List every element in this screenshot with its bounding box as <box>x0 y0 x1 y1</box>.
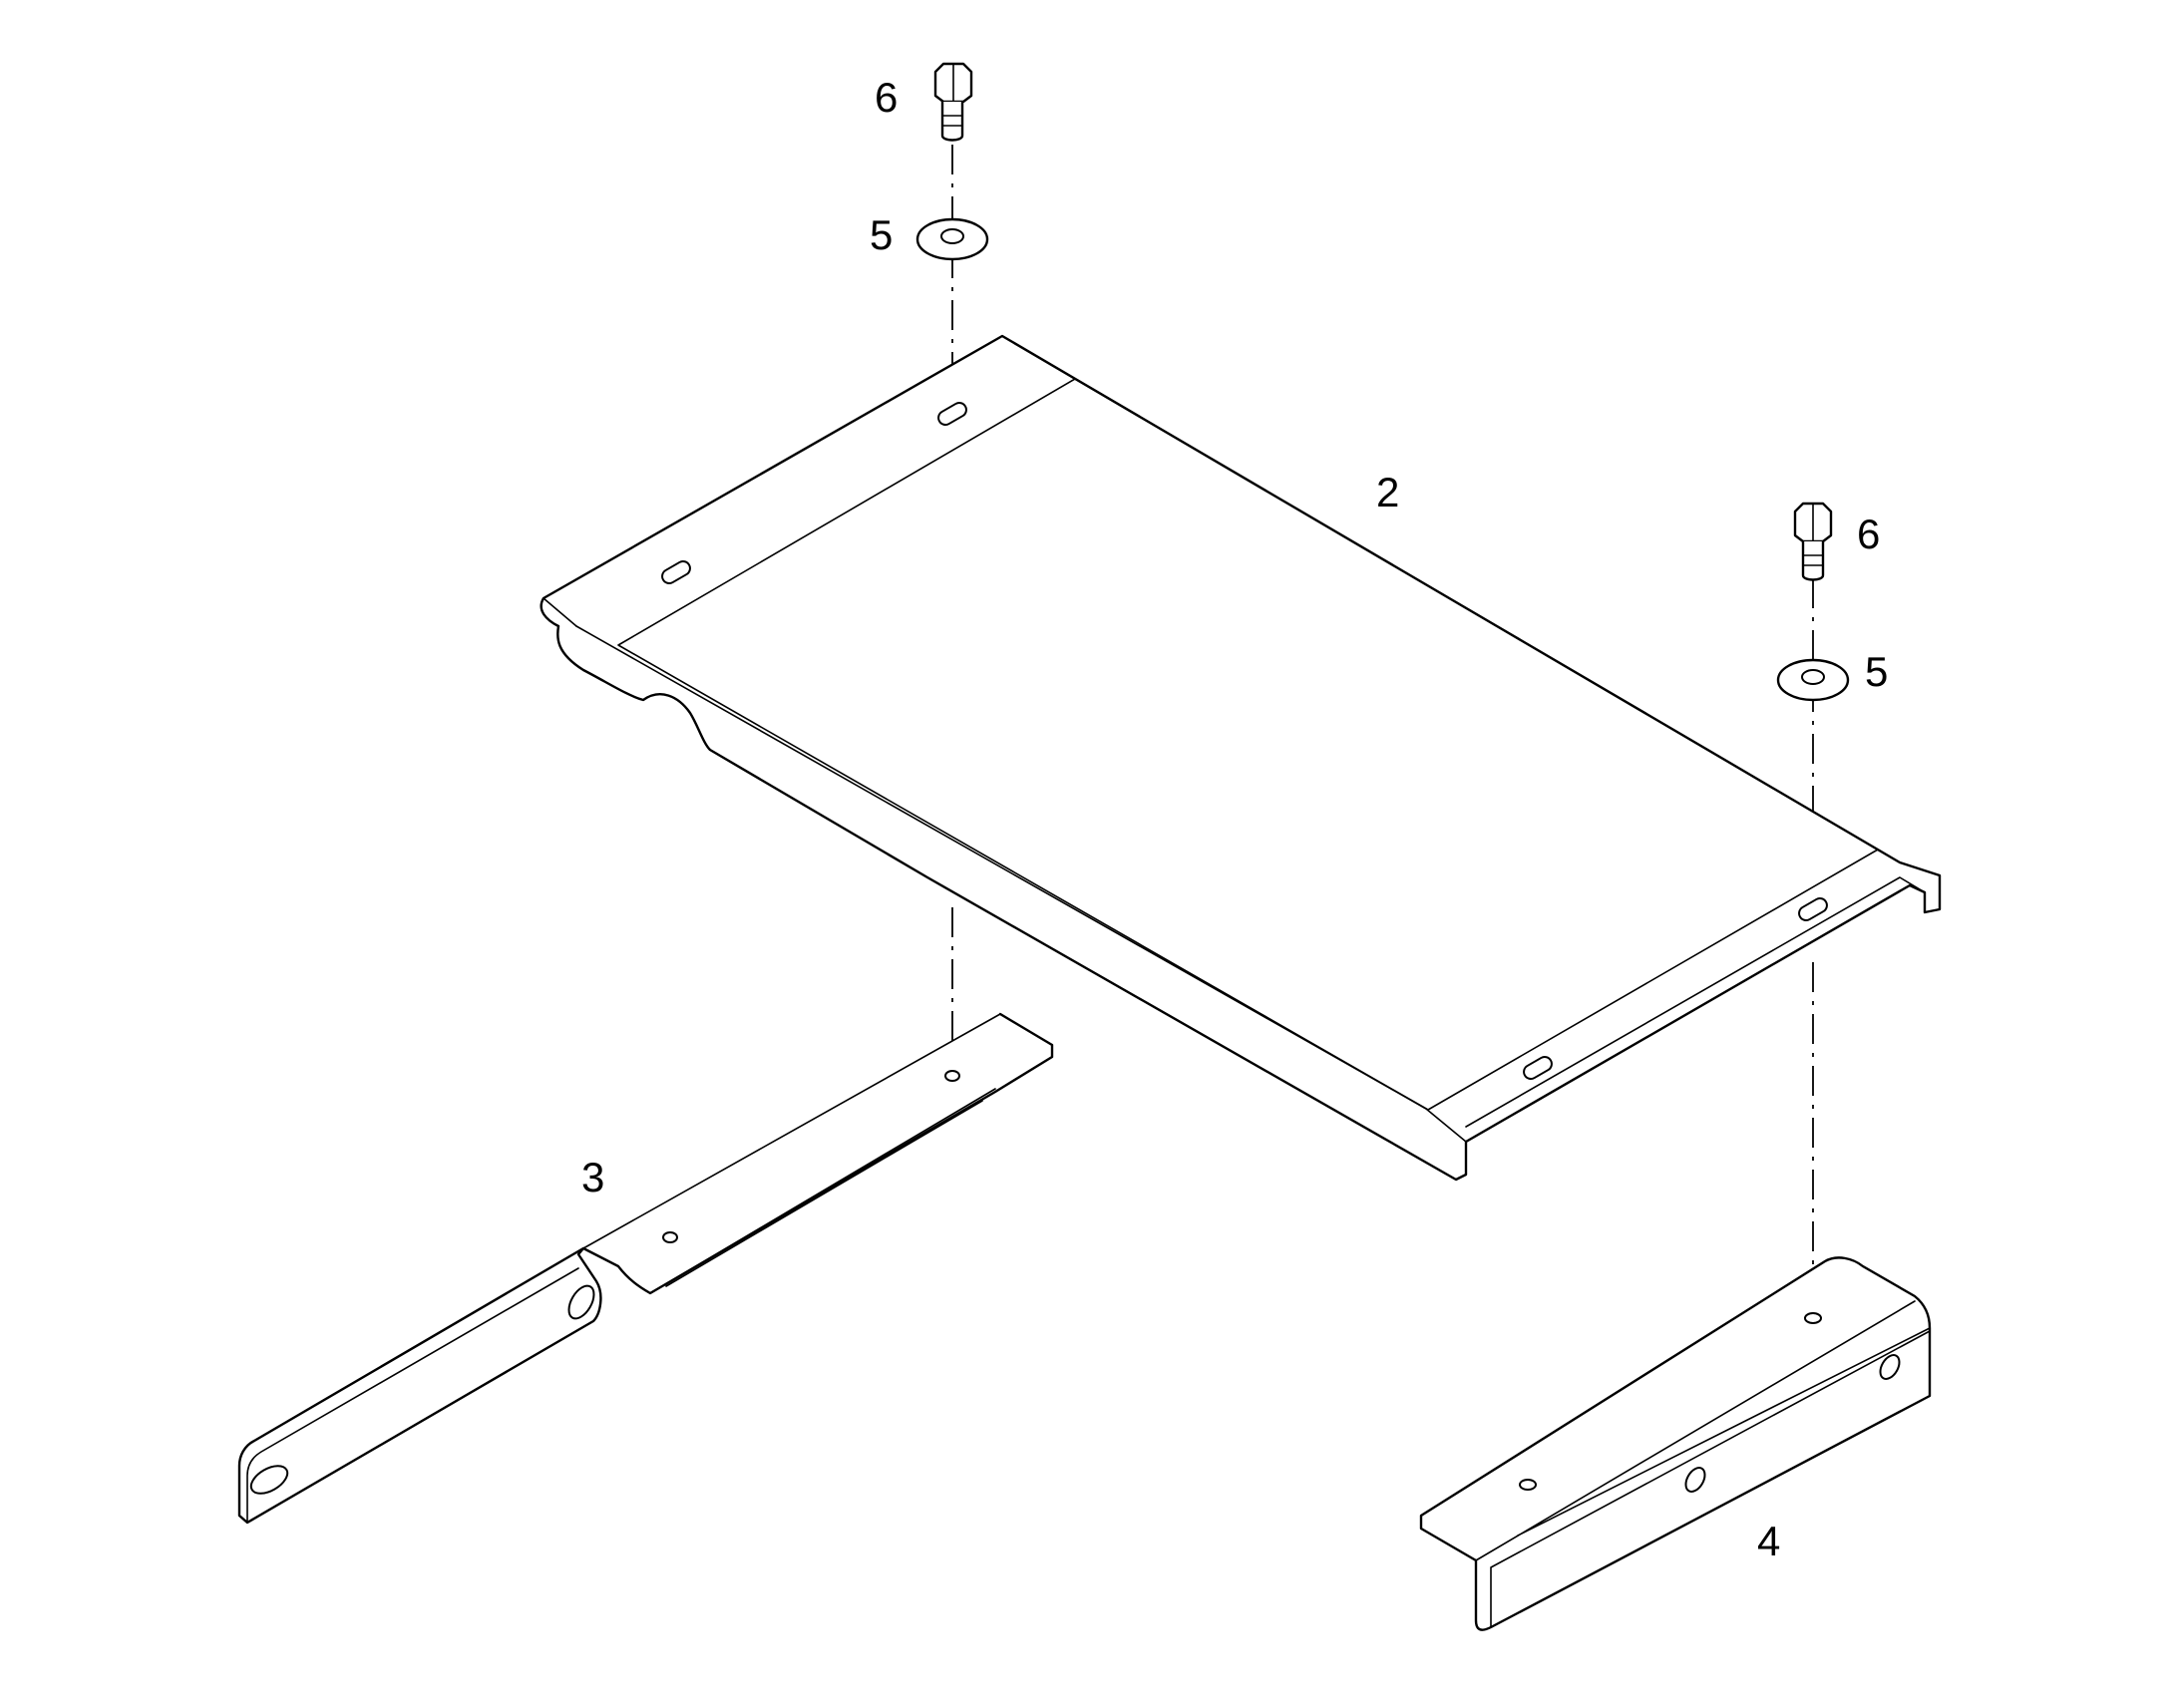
bolt-right-thread <box>1802 554 1824 566</box>
callout-bolt-right: 6 <box>1857 511 1880 557</box>
callout-labels: 2 3 4 5 5 6 6 <box>581 74 1888 1564</box>
callout-bracket-left: 3 <box>581 1154 604 1200</box>
plate-slot-left-rear <box>937 402 967 426</box>
callout-bracket-right: 4 <box>1757 1518 1780 1564</box>
bracket-left-hole-mid <box>662 1231 678 1243</box>
callout-plate: 2 <box>1376 469 1399 515</box>
bolt-left-shank <box>940 100 964 142</box>
bracket-right-part <box>1419 1256 1932 1631</box>
bolt-right-part <box>1793 502 1833 581</box>
plate-right-fold <box>1465 849 1926 1128</box>
plate-back-edge <box>1001 335 1076 380</box>
bracket-left-hole-top <box>944 1070 960 1082</box>
bolt-left-thread <box>941 115 963 127</box>
plate-slot-right-rear <box>1798 897 1828 922</box>
plate-part <box>540 334 1942 1182</box>
bracket-left-outline <box>237 1012 1054 1525</box>
plate-inner-panel <box>617 378 1879 1111</box>
bracket-left-lower-edge <box>246 1267 579 1524</box>
bracket-right-slot-mid <box>1684 1467 1706 1493</box>
washer-left-part <box>915 217 989 261</box>
plate-slot-left-front <box>661 560 691 584</box>
bolt-right-shank <box>1801 539 1825 581</box>
bracket-left-part <box>237 1012 1054 1525</box>
bracket-left-raised-edge <box>582 1013 1001 1294</box>
bracket-left-slot-mid <box>567 1284 595 1320</box>
washer-right-inner <box>1801 669 1825 685</box>
plate-left-fold <box>543 597 577 627</box>
bracket-right-outline <box>1419 1256 1932 1631</box>
washer-left-inner <box>940 228 964 244</box>
bracket-left-slot-end <box>249 1465 289 1495</box>
callout-bolt-left: 6 <box>875 74 898 121</box>
plate-outline <box>540 334 1942 1182</box>
bracket-right-slot-end <box>1879 1354 1901 1380</box>
plate-slot-right-front <box>1523 1056 1553 1080</box>
bracket-right-hole-left <box>1519 1479 1537 1491</box>
washer-right-part <box>1776 658 1850 702</box>
bracket-right-hole-top <box>1804 1312 1822 1324</box>
callout-washer-left: 5 <box>870 211 893 258</box>
bracket-right-bend-line <box>1475 1300 1931 1628</box>
bolt-left-part <box>933 62 973 142</box>
callout-washer-right: 5 <box>1865 648 1888 695</box>
